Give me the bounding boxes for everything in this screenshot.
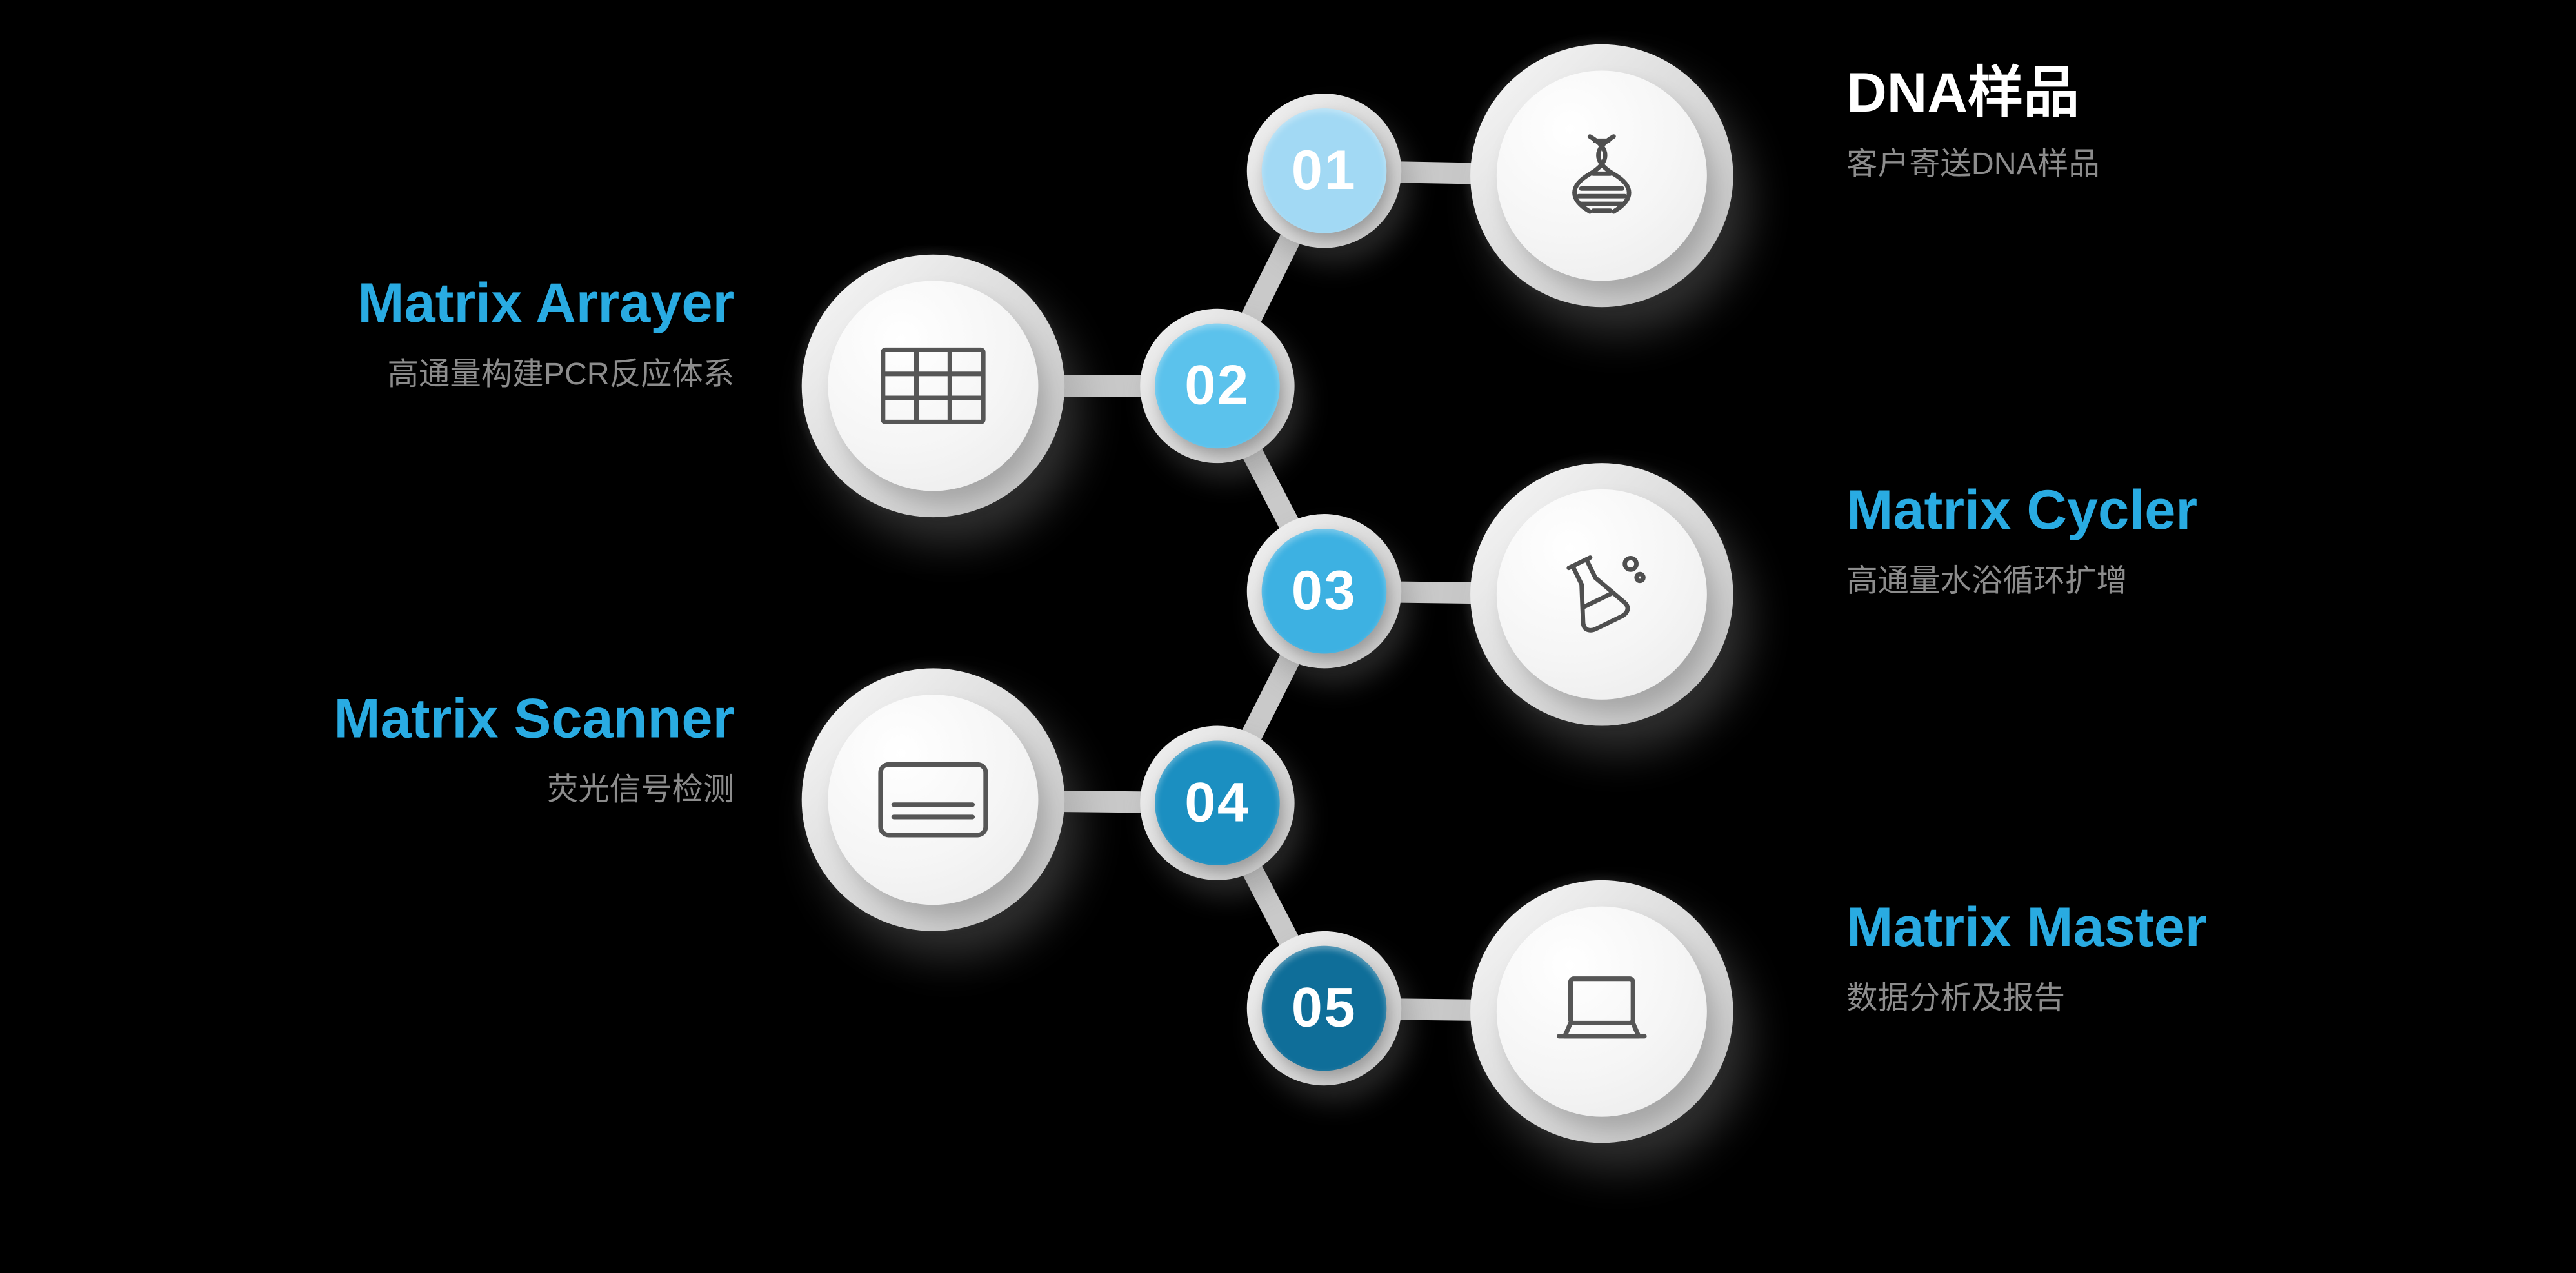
step-01-label: DNA样品 客户寄送DNA样品 <box>1846 63 2099 186</box>
step-05-title: Matrix Master <box>1846 896 2207 960</box>
step-04-title: Matrix Scanner <box>334 687 735 751</box>
step-05-badge: 05 <box>1246 931 1402 1086</box>
step-05-number: 05 <box>1291 976 1357 1039</box>
step-01-subtitle: 客户寄送DNA样品 <box>1846 148 2100 183</box>
step-01-title: DNA样品 <box>1846 62 2080 125</box>
step-04-circle <box>801 668 1065 931</box>
microplate-grid-icon <box>881 347 986 425</box>
step-03-title: Matrix Cycler <box>1846 479 2198 542</box>
flask-icon <box>1566 555 1646 633</box>
step-01-badge-core: 01 <box>1261 108 1387 233</box>
step-04-badge-core: 04 <box>1155 740 1280 866</box>
step-03-subtitle: 高通量水浴循环扩增 <box>1846 565 2128 600</box>
step-01-circle <box>1470 44 1733 308</box>
step-04-subtitle: 荧光信号检测 <box>546 773 735 809</box>
step-02-title: Matrix Arrayer <box>357 272 735 335</box>
step-05-subtitle: 数据分析及报告 <box>1846 982 2065 1017</box>
step-02-label: Matrix Arrayer 高通量构建PCR反应体系 <box>357 273 734 396</box>
step-02-subtitle: 高通量构建PCR反应体系 <box>387 358 735 393</box>
step-03-circle <box>1470 463 1733 726</box>
step-04-number: 04 <box>1184 771 1250 834</box>
scan-card-icon <box>878 762 988 838</box>
dna-helix-icon <box>1572 134 1632 214</box>
step-03-badge-core: 03 <box>1261 528 1387 654</box>
step-02-badge-core: 02 <box>1155 323 1280 449</box>
step-03-badge: 03 <box>1246 514 1402 669</box>
step-01-number: 01 <box>1291 139 1357 201</box>
step-02-circle <box>801 254 1065 518</box>
step-02-number: 02 <box>1184 353 1250 417</box>
step-05-badge-core: 05 <box>1261 945 1387 1071</box>
step-05-label: Matrix Master 数据分析及报告 <box>1846 896 2206 1020</box>
step-03-number: 03 <box>1291 559 1357 622</box>
step-02-badge: 02 <box>1140 308 1295 464</box>
laptop-icon <box>1557 976 1647 1039</box>
step-05-circle <box>1470 880 1733 1143</box>
step-03-label: Matrix Cycler 高通量水浴循环扩增 <box>1846 480 2197 603</box>
step-04-label: Matrix Scanner 荧光信号检测 <box>334 688 735 811</box>
step-04-badge: 04 <box>1140 725 1295 880</box>
step-01-badge: 01 <box>1246 94 1402 248</box>
